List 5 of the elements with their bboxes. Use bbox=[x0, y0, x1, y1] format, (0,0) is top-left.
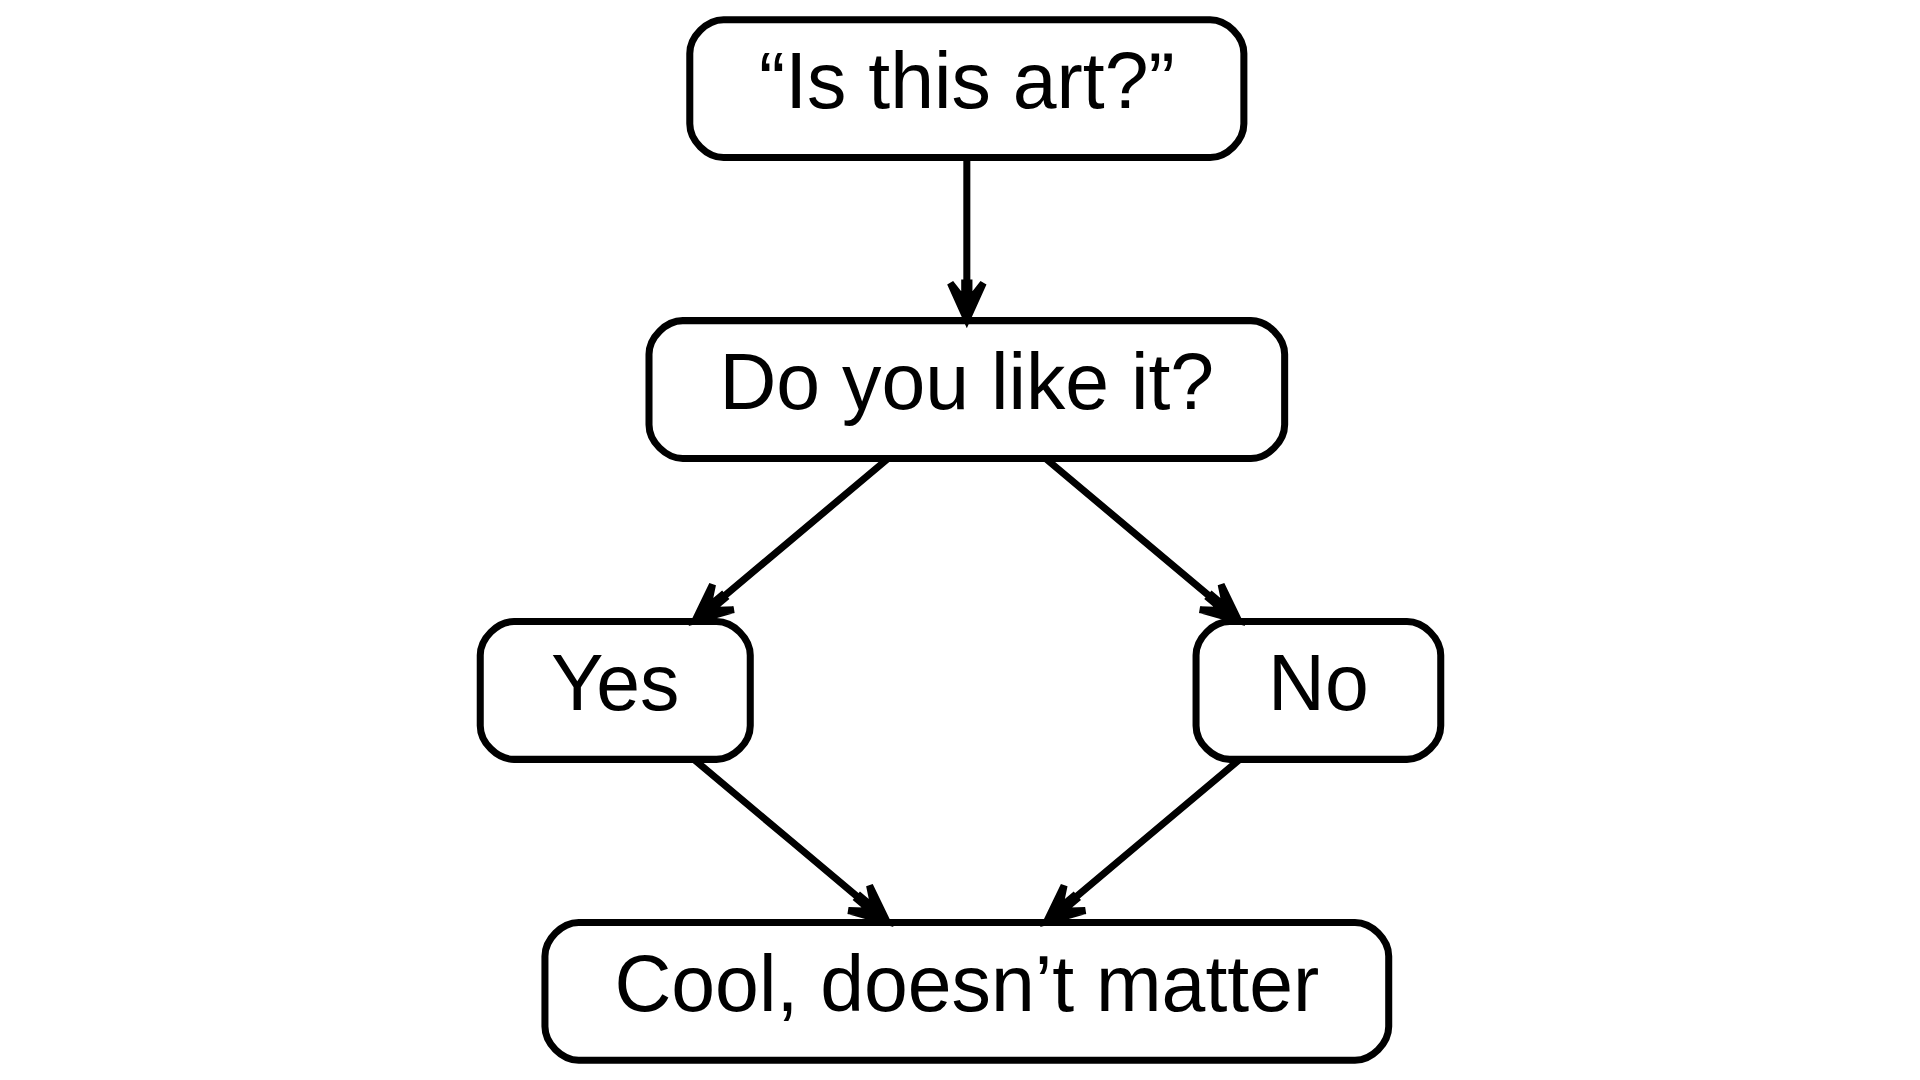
node-box: Yes bbox=[476, 618, 754, 763]
node-box: Cool, doesn’t matter bbox=[540, 919, 1392, 1064]
node-box: Do you like it? bbox=[645, 317, 1288, 462]
node-box: No bbox=[1192, 618, 1444, 763]
node-box: “Is this art?” bbox=[685, 16, 1247, 161]
